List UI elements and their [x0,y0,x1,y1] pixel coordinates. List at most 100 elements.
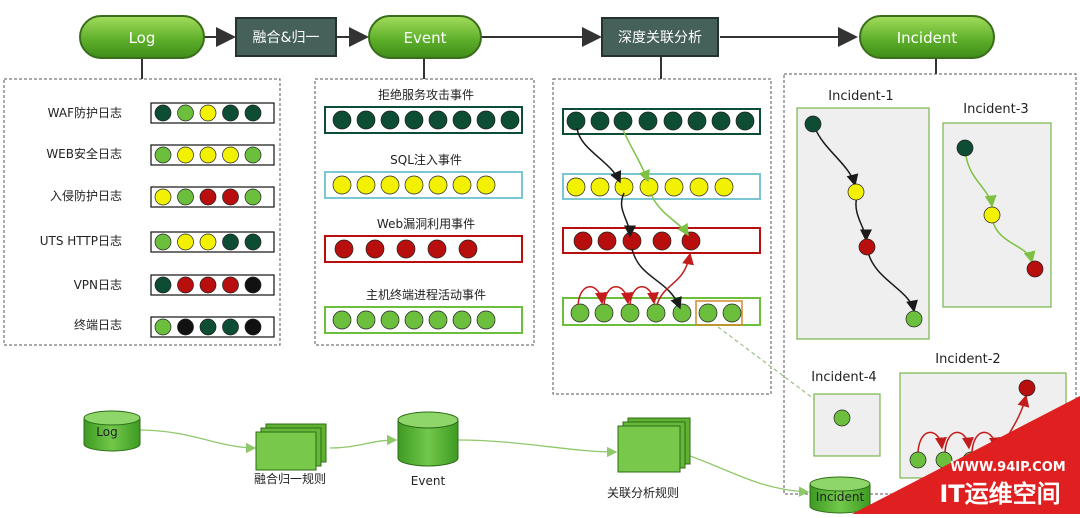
event-dot [476,110,496,130]
flow-incident-label: Incident [816,490,865,504]
event-row-1: SQL注入事件 [324,152,523,199]
event-dot [177,146,194,164]
event-dot [380,110,400,130]
event-dot [334,239,354,259]
event-dot [222,318,239,336]
event-dot [154,233,172,251]
event-row-dots [332,310,496,330]
event-dot [570,303,590,323]
event-dot [681,231,701,251]
event-row-label: Web漏洞利用事件 [377,217,475,231]
event-dot [177,104,194,122]
watermark: WWW.94IP.COM IT运维空间 [852,396,1080,514]
event-dot [476,175,496,195]
incident-node [1018,379,1036,397]
event-stage-pill: Event [368,15,482,59]
incident-1: Incident-1 [796,89,930,340]
fuse-stage-label: 融合&归一 [253,29,320,46]
correlate-stage-label: 深度关联分析 [618,30,702,46]
flow-event-db: Event [397,411,459,488]
log-row-dots [154,276,262,294]
fuse-stage-box: 融合&归一 [235,17,337,57]
event-dot [199,188,217,206]
event-row-3: 主机终端进程活动事件 [324,287,523,334]
event-dot [573,231,593,251]
log-row-dots [154,318,262,336]
incident-stage-label: Incident [897,29,958,47]
event-dot [199,233,217,251]
event-dot [244,104,262,122]
flow-fuse-rule-label: 融合归一规则 [254,471,326,486]
event-dot [646,303,666,323]
event-stage-label: Event [404,29,447,47]
event-dot [476,310,496,330]
event-dot [244,233,262,251]
event-dot [222,146,239,164]
correlation-arrows [576,127,835,415]
event-dot [154,146,172,164]
corr-row-dots [566,177,734,197]
incident-node [847,183,865,201]
event-dot [177,233,194,251]
flow-event-label: Event [411,474,446,488]
event-dot [332,310,352,330]
event-dot [639,177,659,197]
event-dot [735,111,755,131]
incident-3-title: Incident-3 [963,102,1028,117]
event-dot [154,276,172,294]
event-dot [722,303,742,323]
event-row-dots [334,239,478,259]
event-dot [244,276,262,294]
incident-node [1026,260,1044,278]
incident-3: Incident-3 [942,102,1052,308]
incident-node [858,238,876,256]
event-dot [687,111,707,131]
incident-2-title: Incident-2 [935,352,1000,367]
watermark-brand: IT运维空间 [939,480,1060,508]
event-dot [638,111,658,131]
event-dot [458,239,478,259]
incident-node [833,409,851,427]
event-dot [566,111,586,131]
event-row-0: 拒绝服务攻击事件 [324,87,523,134]
event-dot [199,104,217,122]
event-panel [314,78,535,346]
event-dot [404,175,424,195]
incident-node [905,310,923,328]
event-dot [222,188,239,206]
incident-4-title: Incident-4 [811,370,876,385]
flow-fuse-rule-docs: 融合归一规则 [254,423,327,486]
incident-4: Incident-4 [811,370,881,457]
log-stage-pill: Log [79,15,205,59]
incident-node [909,451,927,469]
event-dot [332,175,352,195]
event-row-dots [332,110,520,130]
event-dot [356,110,376,130]
event-dot [222,233,239,251]
event-dot [622,231,642,251]
event-dot [590,111,610,131]
event-dot [613,111,633,131]
event-dot [594,303,614,323]
event-dot [177,318,194,336]
flow-log-db: Log [83,410,141,452]
log-panel [3,78,281,346]
corr-row-dots [573,231,701,251]
corr-row-frame [562,297,761,326]
incident-node [983,206,1001,224]
log-row-dots [154,233,262,251]
log-row-dots [154,146,262,164]
event-row-dots [332,175,496,195]
event-row-label: 拒绝服务攻击事件 [378,87,474,102]
event-dot [244,188,262,206]
event-dot [244,318,262,336]
event-dot [177,188,194,206]
event-dot [332,110,352,130]
event-dot [698,303,718,323]
event-row-label: 主机终端进程活动事件 [366,287,486,302]
event-dot [452,310,472,330]
flow-arrows [139,429,810,497]
correlation-panel [552,78,772,395]
corr-row-dots [570,303,742,323]
